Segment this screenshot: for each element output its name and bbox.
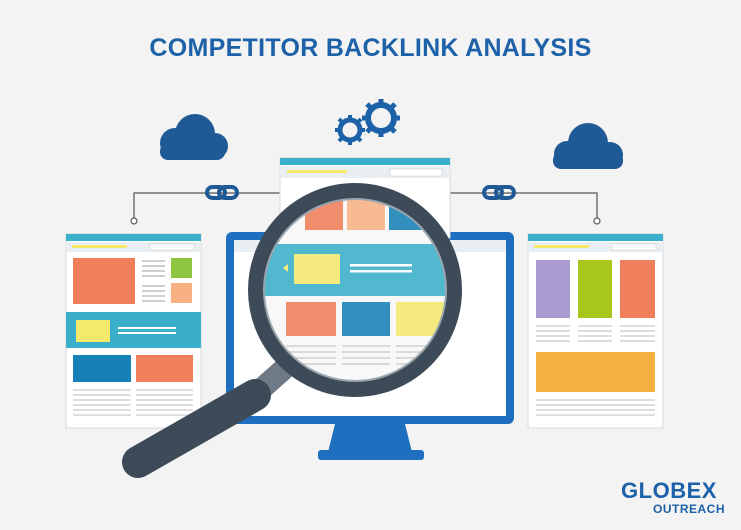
- magnifying-glass-icon: [122, 183, 462, 478]
- gear-icon-large: [362, 99, 400, 137]
- cloud-icon-left: [160, 114, 228, 160]
- cloud-icon-right: [553, 123, 623, 169]
- webpage-icon-right: [527, 233, 664, 429]
- logo-brand-text: GLOBEX: [621, 478, 717, 503]
- gear-icon-small: [335, 115, 365, 145]
- page-title: COMPETITOR BACKLINK ANALYSIS: [149, 34, 592, 62]
- connector-lines: [130, 192, 601, 225]
- chain-link-icon-left: [205, 185, 239, 200]
- logo-tagline: OUTREACH: [653, 502, 725, 516]
- chain-link-icon-right: [482, 185, 516, 200]
- brand-logo: GLOBEX OUTREACH: [609, 478, 729, 517]
- magnified-content: [260, 195, 450, 385]
- webpage-icon-left: [65, 233, 202, 429]
